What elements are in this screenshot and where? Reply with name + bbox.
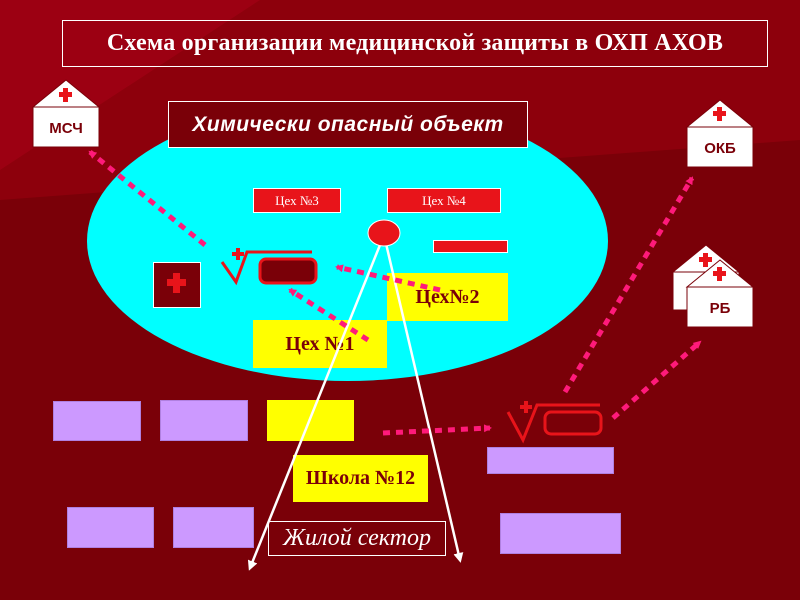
hospital-rb-label: РБ [709,299,731,317]
workshop-4: Цех №4 [387,188,501,213]
accident-source-icon [367,219,401,247]
hospital-building-icon [31,79,101,148]
residential-building [160,400,248,441]
residential-sector-label: Жилой сектор [268,521,446,556]
workshop-bar [433,240,508,253]
school-12: Школа №12 [293,455,428,502]
ambulance-icon [506,401,603,444]
red-cross-icon [167,273,186,293]
residential-building [500,513,621,554]
residential-building [487,447,614,474]
spread-arrow-right [382,234,464,563]
spread-arrow-left [247,234,386,571]
evacuation-arrow-icon [288,287,370,343]
evacuation-arrow-icon [88,150,207,247]
workshop-1: Цех №1 [253,320,387,368]
hospital-msch-label: МСЧ [49,119,83,137]
contamination-spread-lines [247,234,464,571]
residential-building [67,507,154,548]
ambulance-icon [220,248,318,286]
workshop-2: Цех№2 [387,273,508,321]
evacuation-arrow-icon [611,340,702,420]
evacuation-arrow-icon [335,264,441,293]
workshop-3: Цех №3 [253,188,341,213]
residential-building [173,507,254,548]
evacuation-arrow-icon [382,424,492,436]
hospital-building-icon [685,259,755,328]
hazardous-object-label: Химически опасный объект [168,101,528,148]
residential-building [53,401,141,441]
hospital-okb-label: ОКБ [704,139,736,157]
hospital-building-icon [685,99,755,168]
evacuation-arrow-icon [562,176,695,394]
diagram-title: Схема организации медицинской защиты в О… [62,20,768,67]
